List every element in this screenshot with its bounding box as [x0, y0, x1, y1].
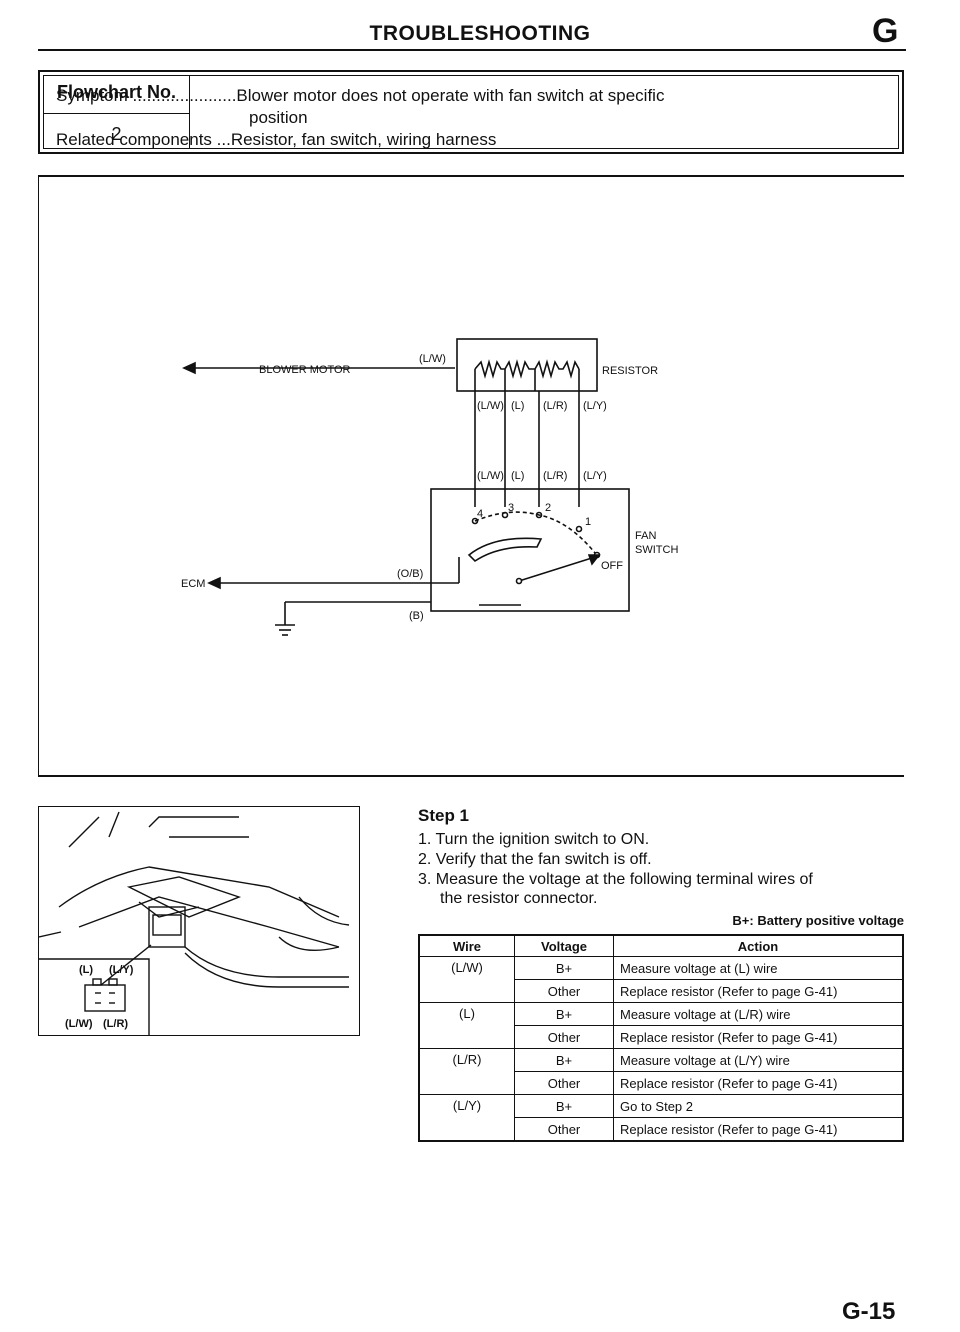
switch-contact [575, 525, 583, 533]
cell-action: Measure voltage at (L) wire [613, 956, 904, 980]
label-resistor: RESISTOR [602, 365, 658, 377]
flowchart-no-value: 2 [111, 124, 122, 144]
cell-action: Replace resistor (Refer to page G-41) [613, 1071, 904, 1095]
wiring-diagram: BLOWER MOTOR (L/W) RESISTOR (L/W) (L) (L… [181, 338, 678, 636]
label-wire: (L/W) [477, 400, 504, 412]
label-wire: (L/W) [477, 470, 504, 482]
cell-wire: (L/R) [418, 1048, 515, 1095]
cell-voltage: B+ [514, 1002, 614, 1026]
label-wire-lw-top: (L/W) [419, 353, 446, 365]
cell-action: Replace resistor (Refer to page G-41) [613, 1117, 904, 1142]
step-instruction: 2. Verify that the fan switch is off. [418, 851, 652, 868]
table-row: Other Replace resistor (Refer to page G-… [419, 1025, 904, 1049]
step-instruction-continuation: the resistor connector. [440, 890, 598, 907]
cell-voltage: Other [514, 1117, 614, 1142]
switch-arm [518, 556, 596, 582]
fan-switch-box [430, 488, 630, 612]
label-wire: (L) [511, 400, 524, 412]
cell-action: Go to Step 2 [613, 1094, 904, 1118]
arrow-icon [207, 576, 221, 590]
label-wire: (L) [511, 470, 524, 482]
cell-wire: (L/W) [418, 956, 515, 1003]
flowchart-info-table: Flowchart No. 2 Symptom ................… [38, 70, 904, 154]
cell-action: Measure voltage at (L/Y) wire [613, 1048, 904, 1072]
switch-pivot [515, 577, 523, 585]
cell-voltage: B+ [514, 1094, 614, 1118]
table-row: (L/R) B+ Measure voltage at (L/Y) wire [418, 1048, 904, 1095]
cell-voltage: Other [514, 979, 614, 1003]
column-header-voltage: Voltage [514, 934, 614, 957]
resistor-coil [474, 359, 580, 379]
table-row: Other Replace resistor (Refer to page G-… [419, 1071, 904, 1095]
step-instruction: 1. Turn the ignition switch to ON. [418, 831, 650, 848]
cell-voltage: Other [514, 1071, 614, 1095]
switch-rotor [467, 537, 543, 563]
battery-voltage-note: B+: Battery positive voltage [732, 913, 904, 928]
label-ecm: ECM [181, 578, 205, 590]
label-wire-b: (B) [409, 610, 424, 622]
header-rule [38, 49, 906, 51]
connector-label: (L/W) [65, 1018, 93, 1030]
switch-travel-arc [474, 511, 596, 554]
table-row: Other Replace resistor (Refer to page G-… [419, 1117, 904, 1142]
switch-position-label: 1 [585, 516, 591, 528]
connector-label: (L/R) [103, 1018, 128, 1030]
label-blower-motor: BLOWER MOTOR [259, 364, 351, 376]
cell-action: Measure voltage at (L/R) wire [613, 1002, 904, 1026]
label-fan: FAN [635, 530, 656, 542]
page-title: TROUBLESHOOTING [369, 22, 591, 45]
cell-action: Replace resistor (Refer to page G-41) [613, 979, 904, 1003]
connector-illustration: (L) (L/Y) (L/W) (L/R) [39, 811, 350, 1035]
flowchart-no-label: Flowchart No. [56, 82, 176, 102]
connector-location-illustration: (L) (L/Y) (L/W) (L/R) [38, 806, 360, 1036]
label-switch: SWITCH [635, 544, 678, 556]
cell-voltage: B+ [514, 956, 614, 980]
step-instruction: 3. Measure the voltage at the following … [418, 871, 813, 888]
cell-wire: (L/Y) [418, 1094, 515, 1142]
resistor-box [456, 338, 598, 392]
arrow-icon [587, 554, 601, 566]
connector-label: (L/Y) [109, 964, 134, 976]
symptom-continuation: position [249, 108, 308, 127]
switch-position-label: 4 [477, 508, 483, 520]
arrow-icon [182, 361, 196, 375]
cell-wire: (L) [418, 1002, 515, 1049]
column-header-wire: Wire [418, 934, 515, 957]
related-components-line: Related components ...Resistor, fan swit… [56, 130, 497, 149]
label-wire: (L/R) [543, 400, 567, 412]
table-row: (L) B+ Measure voltage at (L/R) wire [418, 1002, 904, 1049]
cell-action: Replace resistor (Refer to page G-41) [613, 1025, 904, 1049]
connector-label: (L) [79, 964, 93, 976]
symptom-line: Symptom ......................Blower mot… [56, 86, 665, 105]
table-row: (L/W) B+ Measure voltage at (L) wire [418, 956, 904, 1003]
table-header-row: Wire Voltage Action [418, 934, 904, 957]
cell-voltage: B+ [514, 1048, 614, 1072]
switch-position-label: 3 [508, 502, 514, 514]
label-wire: (L/Y) [583, 400, 607, 412]
label-wire: (L/R) [543, 470, 567, 482]
label-wire-ob: (O/B) [397, 568, 423, 580]
step-title: Step 1 [418, 806, 470, 825]
wiring-diagram-frame: BLOWER MOTOR (L/W) RESISTOR (L/W) (L) (L… [38, 175, 904, 777]
table-row: (L/Y) B+ Go to Step 2 [418, 1094, 904, 1142]
wire-voltage-table: Wire Voltage Action (L/W) B+ Measure vol… [418, 934, 904, 1142]
table-row: Other Replace resistor (Refer to page G-… [419, 979, 904, 1003]
label-wire: (L/Y) [583, 470, 607, 482]
table-divider [44, 113, 189, 114]
switch-position-label: 2 [545, 502, 551, 514]
section-letter: G [872, 12, 899, 50]
label-off: OFF [601, 560, 623, 572]
cell-voltage: Other [514, 1025, 614, 1049]
column-header-action: Action [613, 934, 904, 957]
page-number: G-15 [842, 1298, 896, 1325]
table-divider [189, 76, 190, 148]
flowchart-info-inner: Flowchart No. 2 Symptom ................… [43, 75, 899, 149]
